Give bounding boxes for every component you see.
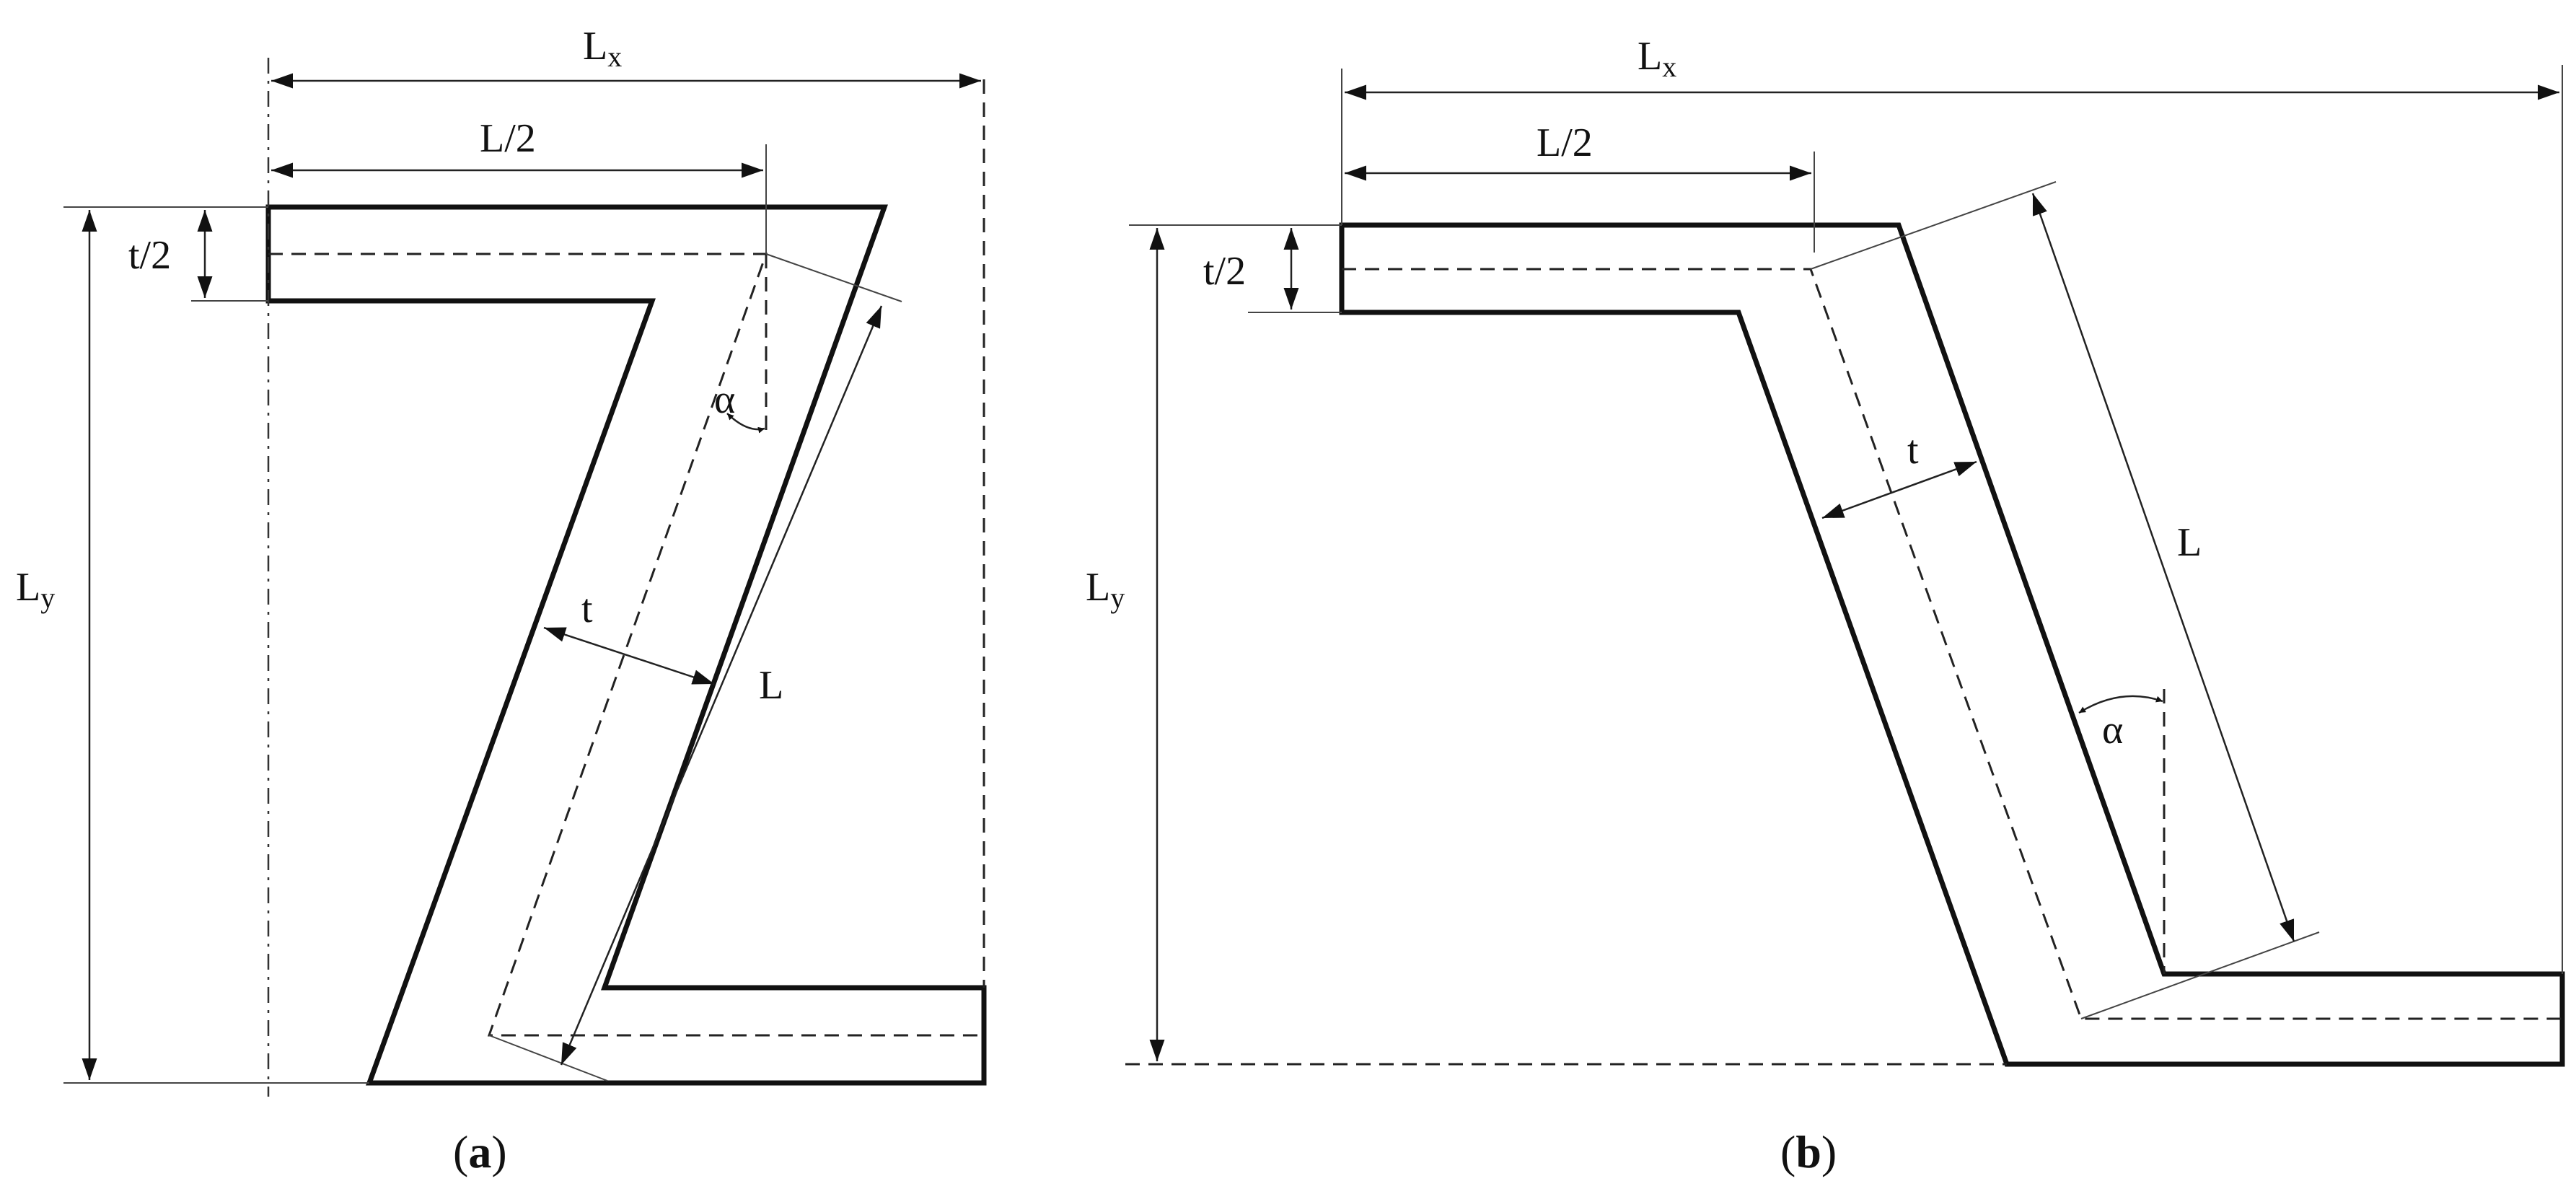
- panel-a-Ly-label: Ly: [16, 565, 55, 614]
- panel-a-L-dimension: [560, 305, 883, 1066]
- panel-b-L-label: L: [2177, 520, 2202, 565]
- panel-b-alpha-label: α: [2102, 708, 2123, 753]
- panel-a-alpha-arc: [726, 413, 765, 434]
- panel-b: Lx L/2 t/2 Ly t L α (b): [1086, 34, 2565, 1177]
- panel-b-beam-outline: [1339, 222, 2565, 1067]
- panel-a-L-ext-bottom: [488, 1035, 608, 1081]
- panel-b-centerline: [1342, 268, 2562, 1020]
- panel-b-Ly-label: Ly: [1086, 565, 1125, 614]
- panel-b-L-ext-top: [1810, 181, 2057, 270]
- panel-a-L-ext-top: [765, 253, 902, 302]
- panel-a-t-label: t: [581, 587, 593, 631]
- panel-a-half-t-label: t/2: [128, 233, 171, 278]
- panel-a-Lx-label: Lx: [583, 24, 622, 73]
- panel-b-Lx-label: Lx: [1638, 34, 1676, 83]
- panel-a-half-L-label: L/2: [480, 116, 536, 161]
- panel-b-half-t-label: t/2: [1203, 249, 1246, 294]
- panel-b-t-label: t: [1907, 428, 1919, 473]
- panel-a-caption: (a): [453, 1126, 507, 1177]
- panel-a: Lx L/2 t/2 Ly t L α (a): [16, 24, 987, 1177]
- panel-b-alpha-arc: [2078, 695, 2163, 714]
- panel-b-t-dimension: [1821, 460, 1977, 519]
- panel-a-t-dimension: [543, 626, 715, 685]
- panel-a-z-outline: [265, 204, 987, 1086]
- panel-b-L-ext-bottom: [2080, 931, 2320, 1019]
- panel-b-L-dimension: [2031, 193, 2295, 942]
- panel-a-alpha-label: α: [714, 377, 735, 422]
- panel-b-caption: (b): [1780, 1126, 1837, 1177]
- panel-b-half-L-label: L/2: [1537, 120, 1593, 165]
- panel-a-L-label: L: [759, 663, 783, 708]
